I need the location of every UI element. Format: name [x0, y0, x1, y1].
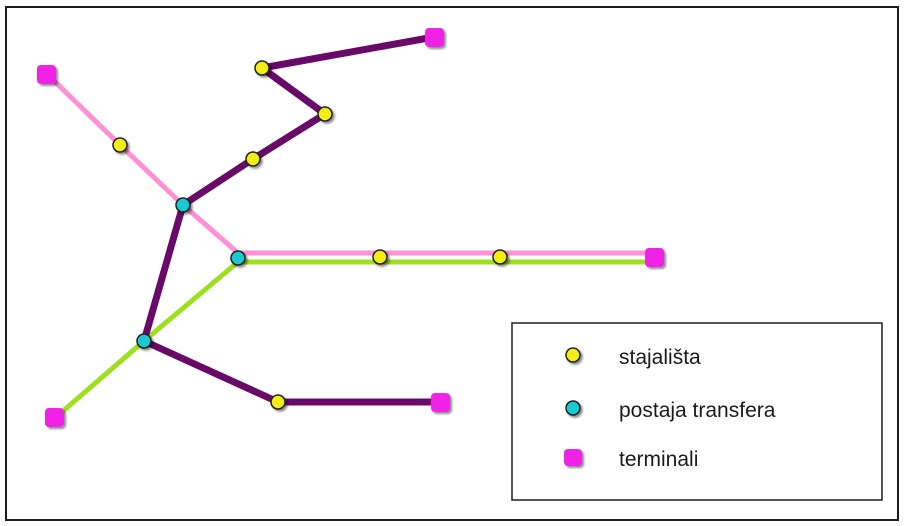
- terminal-node: [431, 393, 450, 412]
- purple-line-upper: [140, 33, 438, 345]
- stop-node: [317, 106, 333, 122]
- green-line: [52, 259, 658, 421]
- stop-node: [372, 249, 388, 265]
- terminal-node: [645, 248, 664, 267]
- legend: stajališta postaja transfera terminali: [511, 322, 883, 501]
- legend-stop-marker: [565, 347, 581, 363]
- stop-node: [254, 60, 270, 76]
- legend-label-stops: stajališta: [619, 346, 701, 369]
- stop-node: [112, 137, 128, 153]
- transfer-node: [175, 197, 191, 213]
- stop-node: [270, 394, 286, 410]
- terminal-node: [425, 28, 444, 47]
- terminal-nodes: [37, 28, 664, 427]
- transfer-nodes: [136, 197, 246, 349]
- terminal-node: [37, 65, 56, 84]
- legend-label-transfer: postaja transfera: [619, 399, 776, 422]
- legend-transfer-marker: [565, 400, 581, 416]
- stop-node: [492, 249, 508, 265]
- terminal-node: [45, 408, 64, 427]
- legend-terminal-marker: [564, 449, 582, 466]
- stop-nodes: [112, 60, 508, 410]
- transfer-node: [136, 333, 152, 349]
- stop-node: [245, 151, 261, 167]
- legend-label-terminals: terminali: [619, 448, 698, 471]
- transfer-node: [230, 250, 246, 266]
